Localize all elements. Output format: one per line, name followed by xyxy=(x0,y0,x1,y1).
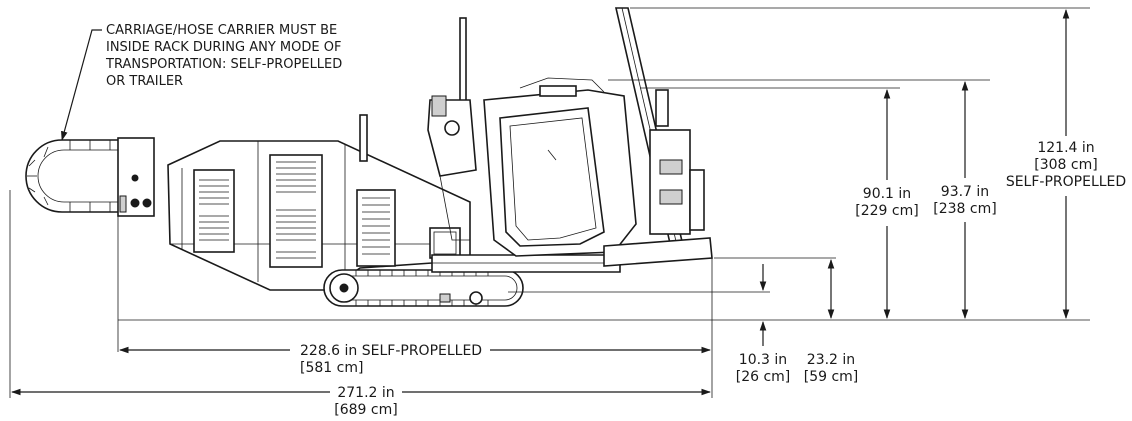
ground-clearance-value: 10.3 in xyxy=(739,352,787,368)
note-line-4: OR TRAILER xyxy=(106,74,183,89)
dimension-overall-length: 271.2 in [689 cm] xyxy=(11,385,711,418)
dimension-ground-clearance: 10.3 in [26 cm] xyxy=(736,264,791,385)
chassis-rails xyxy=(431,254,621,273)
note-line-2: INSIDE RACK DURING ANY MODE OF xyxy=(106,40,341,55)
louver-panel-left xyxy=(193,169,235,253)
dimension-cab-height: 93.7 in [238 cm] xyxy=(933,81,997,319)
deck-clearance-value: 23.2 in xyxy=(807,352,855,368)
dimensions: 121.4 in [308 cm] SELF-PROPELLED 93.7 in… xyxy=(9,7,1126,418)
hose-carrier xyxy=(25,137,155,217)
rod-rack-tower xyxy=(603,7,713,267)
operator-cab xyxy=(483,77,637,257)
overall-length-value: 271.2 in xyxy=(337,385,394,401)
louver-panel-middle xyxy=(269,154,323,268)
louver-panel-right xyxy=(356,189,396,267)
overall-height-note: SELF-PROPELLED xyxy=(1006,174,1126,190)
drilling-machine xyxy=(25,7,713,307)
control-mast xyxy=(427,17,477,241)
note-line-3: TRANSPORTATION: SELF-PROPELLED xyxy=(105,57,342,72)
note-line-1: CARRIAGE/HOSE CARRIER MUST BE xyxy=(106,23,337,38)
crawler-track xyxy=(323,269,524,307)
track-length-value: 228.6 in SELF-PROPELLED xyxy=(300,343,482,359)
dimension-platform-height: 90.1 in [229 cm] xyxy=(855,89,919,319)
dimension-overall-height: 121.4 in [308 cm] SELF-PROPELLED xyxy=(1006,9,1126,319)
transport-note: CARRIAGE/HOSE CARRIER MUST BE INSIDE RAC… xyxy=(61,23,342,141)
overall-height-metric: [308 cm] xyxy=(1034,157,1097,173)
dimension-track-length: 228.6 in SELF-PROPELLED [581 cm] xyxy=(119,343,711,376)
ground-clearance-metric: [26 cm] xyxy=(736,369,791,385)
cab-height-value: 93.7 in xyxy=(941,184,989,200)
deck-clearance-metric: [59 cm] xyxy=(804,369,859,385)
cab-height-metric: [238 cm] xyxy=(933,201,996,217)
note-leader-line xyxy=(61,29,102,141)
platform-height-value: 90.1 in xyxy=(863,186,911,202)
dimension-deck-clearance: 23.2 in [59 cm] xyxy=(804,259,859,385)
overall-length-metric: [689 cm] xyxy=(334,402,397,418)
engine-housing xyxy=(167,114,471,291)
platform-height-metric: [229 cm] xyxy=(855,203,918,219)
track-length-metric: [581 cm] xyxy=(300,360,363,376)
overall-height-value: 121.4 in xyxy=(1037,140,1094,156)
